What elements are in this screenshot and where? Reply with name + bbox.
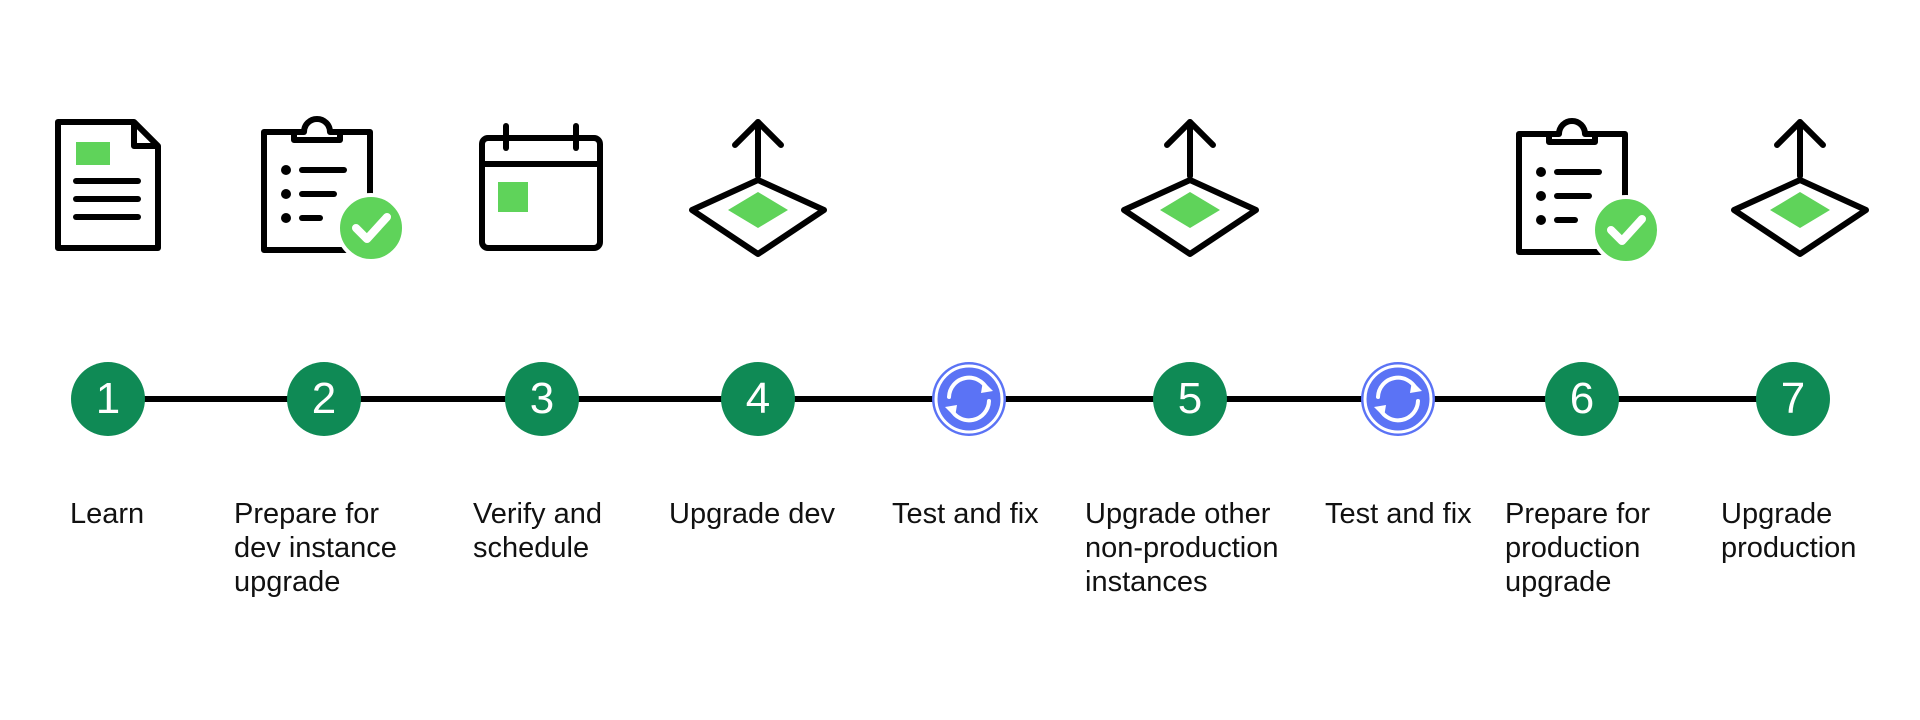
step-label: Upgrade dev bbox=[669, 498, 836, 530]
test-and-fix-node bbox=[1361, 362, 1435, 436]
clipboard-check-icon bbox=[1515, 114, 1665, 265]
step-number: 3 bbox=[529, 374, 555, 423]
step-node-6: 6 bbox=[1545, 362, 1619, 436]
upgrade-icon bbox=[1730, 118, 1870, 258]
calendar-icon bbox=[478, 123, 604, 252]
step-number: 1 bbox=[95, 374, 121, 423]
step-number: 5 bbox=[1177, 374, 1203, 423]
step-label: Upgrade other non-production instances bbox=[1085, 498, 1279, 598]
step-node-1: 1 bbox=[71, 362, 145, 436]
step-label: Verify and schedule bbox=[473, 498, 602, 564]
step-number: 2 bbox=[311, 374, 337, 423]
document-icon bbox=[54, 118, 162, 252]
step-label: Learn bbox=[70, 498, 145, 530]
step-number: 6 bbox=[1569, 374, 1595, 423]
step-node-2: 2 bbox=[287, 362, 361, 436]
step-number: 4 bbox=[745, 374, 771, 423]
refresh-icon bbox=[934, 364, 1004, 434]
step-node-5: 5 bbox=[1153, 362, 1227, 436]
step-label: Upgrade production bbox=[1721, 498, 1857, 564]
step-node-7: 7 bbox=[1756, 362, 1830, 436]
upgrade-icon bbox=[688, 118, 828, 258]
clipboard-check-icon bbox=[260, 112, 410, 263]
step-node-3: 3 bbox=[505, 362, 579, 436]
upgrade-icon bbox=[1120, 118, 1260, 258]
step-node-4: 4 bbox=[721, 362, 795, 436]
step-label: Test and fix bbox=[1325, 498, 1472, 530]
refresh-icon bbox=[1363, 364, 1433, 434]
test-and-fix-node bbox=[932, 362, 1006, 436]
step-label: Prepare for production upgrade bbox=[1505, 498, 1651, 598]
step-label: Test and fix bbox=[892, 498, 1039, 530]
step-label: Prepare for dev instance upgrade bbox=[234, 498, 397, 598]
step-number: 7 bbox=[1780, 374, 1806, 423]
